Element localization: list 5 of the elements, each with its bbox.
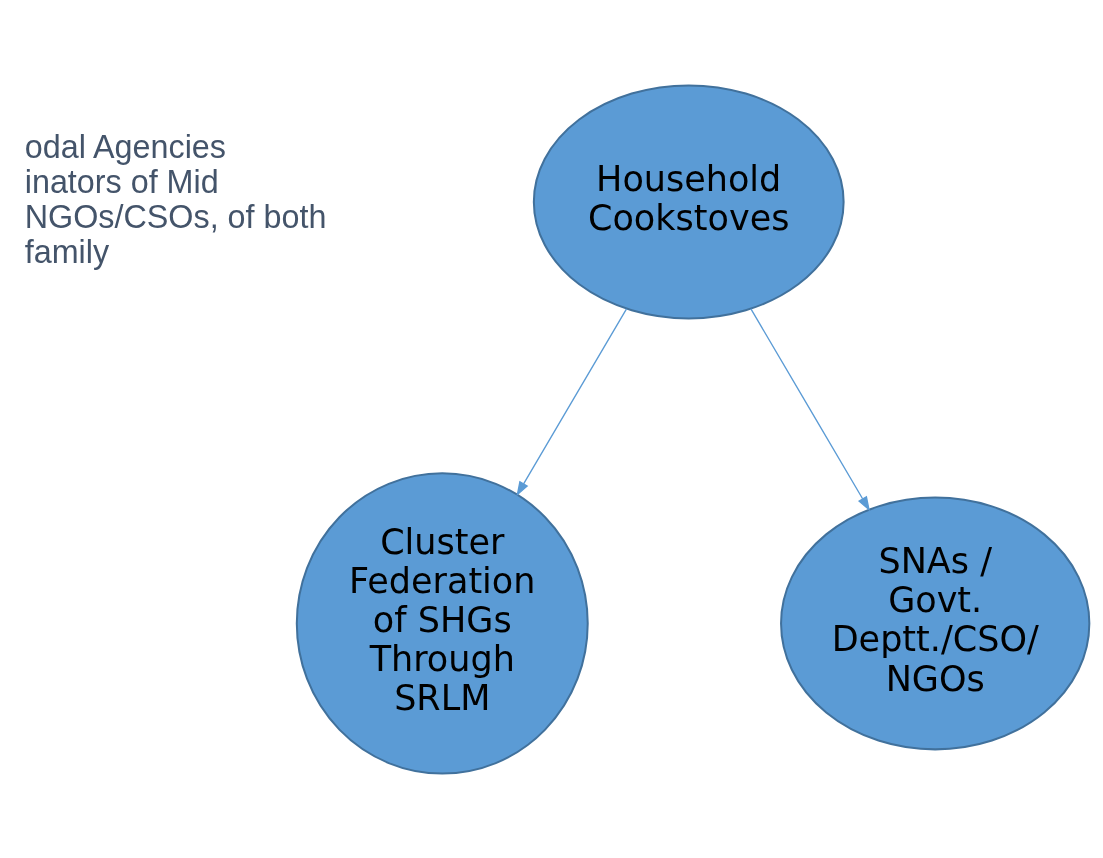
- arrow: [516, 307, 628, 496]
- arrow: [750, 307, 870, 511]
- label: odal Agencies inators of Mid NGOs/CSOs, of both family: [24, 128, 327, 270]
- node-circle: Cluster Federation of SHGs Through SRLM: [295, 471, 589, 775]
- node-ellipse: Household Cookstoves: [532, 83, 845, 319]
